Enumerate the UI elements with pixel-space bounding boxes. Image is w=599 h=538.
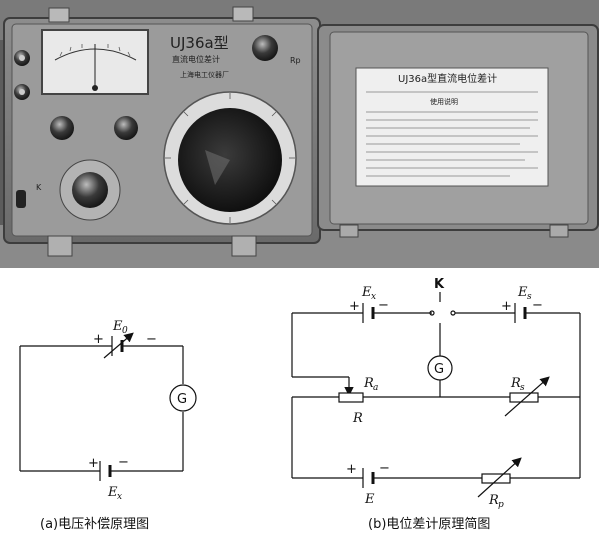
switch-k-b-label: K (434, 277, 445, 292)
galvanometer-b-label: G (434, 362, 444, 377)
e0-label: E (112, 319, 123, 334)
instrument-lid: UJ36a型直流电位差计 使用说明 (317, 24, 599, 238)
diagram-a-labels: + − E 0 G + − E x (88, 319, 187, 502)
switch-contact-right (450, 310, 456, 316)
rp-dial-label: Rp (290, 56, 301, 65)
rp-resistor (481, 473, 511, 484)
rs-resistor (509, 392, 539, 403)
caption-a: (a)电压补偿原理图 (40, 517, 150, 532)
diagram-a (19, 332, 197, 481)
rs-adjust-arrow (504, 376, 550, 417)
e0-plus: + (93, 332, 104, 347)
ex-b-plus: + (349, 299, 360, 314)
e-label: E (364, 492, 375, 507)
rp-sub: p (498, 500, 504, 510)
ex-plus: + (88, 456, 99, 471)
r-label: R (352, 411, 363, 426)
range-knob: Rp (50, 35, 301, 140)
ex-label: E (107, 485, 118, 500)
es-sub: s (527, 292, 532, 302)
es-minus: − (532, 298, 543, 313)
e-minus: − (379, 461, 390, 476)
ra-sub: a (373, 383, 378, 393)
switch-k-label: K (36, 183, 42, 192)
rs-label: R (510, 376, 521, 391)
maker-label: 上海电工仪器厂 (180, 70, 229, 79)
step-dial: K (16, 159, 121, 221)
terminal-posts (14, 50, 30, 100)
slide-wire-dial (163, 91, 297, 225)
rp-adjust-arrow (477, 457, 522, 498)
ra-resistor (338, 392, 364, 403)
ex-b-sub: x (371, 292, 376, 302)
instrument-photo: UJ36a型 直流电位差计 上海电工仪器厂 Rp K (0, 0, 599, 268)
ex-b-label: E (361, 285, 372, 300)
plate-heading: 使用说明 (430, 97, 458, 106)
galvanometer-meter (41, 29, 149, 95)
ra-label: R (363, 376, 374, 391)
caption-b: (b)电位差计原理简图 (368, 517, 491, 532)
galvanometer-a (169, 384, 197, 412)
galvanometer-a-label: G (177, 392, 187, 407)
e-plus: + (346, 462, 357, 477)
e0-minus: − (146, 332, 157, 347)
rp-label: R (488, 493, 499, 508)
brand-label: UJ36a型 (170, 34, 229, 52)
es-plus: + (501, 299, 512, 314)
es-label: E (517, 285, 528, 300)
diagram-b-labels: + − E x K G + − E s R a R R s + − E R p (346, 277, 543, 510)
e0-sub: 0 (122, 326, 128, 336)
rs-sub: s (520, 383, 525, 393)
brand-sub: 直流电位差计 (172, 54, 220, 64)
plate-title: UJ36a型直流电位差计 (398, 72, 497, 85)
ex-minus: − (118, 455, 129, 470)
diagram-b (291, 292, 581, 498)
e0-adjust-arrow (103, 332, 134, 359)
switch-contact-left (429, 310, 435, 316)
ex-b-minus: − (378, 298, 389, 313)
ex-sub: x (117, 492, 122, 502)
